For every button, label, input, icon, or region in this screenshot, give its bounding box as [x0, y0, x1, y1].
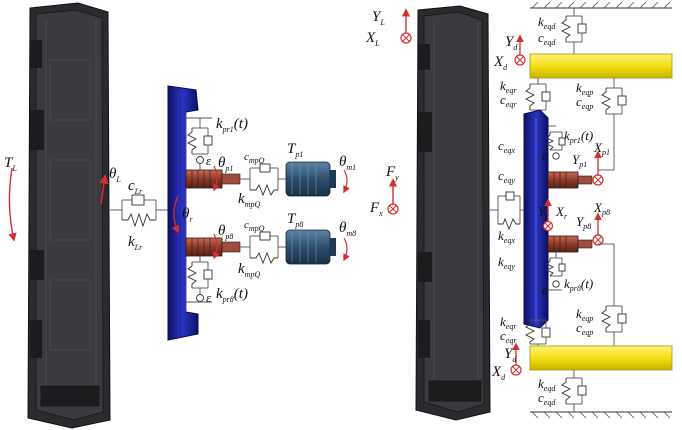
ring-gear-right — [523, 109, 549, 329]
label-thetam8: θm8 — [339, 220, 356, 238]
label-keqy: keqy — [498, 254, 515, 271]
spring-eqp-top — [598, 78, 627, 171]
mesh-spring-right-bottom — [545, 252, 566, 291]
label-thetap1: θp1 — [218, 155, 233, 173]
right-cabinet — [415, 5, 491, 421]
label-eps8-right: ε — [542, 282, 548, 297]
mesh-spring-top — [186, 117, 213, 170]
pinion-top — [185, 169, 241, 189]
ground-hatch-bottom — [530, 411, 672, 419]
angle-arrow-thetap8 — [213, 233, 220, 260]
label-keqr-top: keqr — [500, 78, 517, 95]
label-eps1-right: ε — [542, 148, 548, 163]
cross-Xd-bottom — [510, 364, 522, 376]
mesh-spring-right-top — [545, 125, 566, 160]
label-Xp8: Xp8 — [593, 200, 610, 217]
motor-top — [285, 161, 336, 197]
label-Yp8: Yp8 — [576, 214, 591, 231]
spring-damper-Lr — [110, 194, 168, 228]
label-kpr1: kpr1(t) — [216, 116, 248, 134]
cross-Xp8 — [592, 234, 604, 246]
label-thetar: θr — [182, 206, 193, 224]
label-Yr: Yr — [538, 204, 549, 221]
label-eps-top: ε — [206, 153, 212, 168]
label-Yd-top: Yd — [505, 34, 518, 52]
cross-Xr — [542, 220, 554, 232]
label-thetap8: θp8 — [218, 223, 233, 241]
label-thetaL: θL — [109, 166, 121, 184]
torque-arrow-TL — [8, 167, 17, 242]
label-Tp1: Tp1 — [287, 141, 303, 159]
label-Yd-bottom: Yd — [504, 346, 517, 364]
label-kLr: kLr — [128, 234, 143, 252]
yellow-rail-top — [529, 53, 673, 79]
cross-XL — [400, 32, 412, 44]
label-keqd-bottom: keqd — [538, 376, 556, 393]
label-Fx: Fx — [369, 200, 383, 218]
spring-eqp-bottom — [598, 243, 627, 346]
coupling-spring-top — [240, 163, 286, 197]
label-keqd-top: keqd — [538, 14, 556, 31]
spring-eqx-eqy — [490, 191, 524, 231]
label-cmpQ-bottom: cmpQ — [244, 219, 265, 233]
pinion-right-bottom — [547, 235, 593, 253]
label-Xd-top: Xd — [493, 54, 508, 72]
left-cabinet — [27, 2, 111, 429]
label-ceqd-top: ceqd — [538, 30, 556, 47]
cross-Fx — [387, 203, 399, 215]
angle-arrow-thetaL — [99, 174, 109, 205]
coupling-spring-bottom — [240, 231, 286, 265]
label-cmpQ-top: cmpQ — [244, 151, 265, 165]
label-kmpQ-top: kmpQ — [238, 191, 260, 209]
label-keqp-bottom: keqp — [576, 306, 593, 323]
label-Yp1: Yp1 — [572, 152, 587, 169]
cross-Xp1 — [592, 174, 604, 186]
angle-arrow-thetam1 — [343, 169, 350, 194]
label-Xr: Xr — [555, 204, 568, 221]
label-ceqy: ceqy — [498, 168, 515, 185]
label-ceqr-top: ceqr — [500, 92, 517, 109]
mesh-spring-bottom — [186, 256, 213, 303]
label-keqx: keqx — [498, 228, 515, 245]
label-ceqd-bottom: ceqd — [538, 390, 556, 407]
label-kpr8: kpr8(t) — [216, 286, 248, 304]
label-keqr-bottom: keqr — [500, 314, 517, 331]
spring-eqr-top — [524, 78, 551, 114]
angle-arrow-thetar — [171, 195, 180, 234]
ground-hatch-top — [530, 1, 672, 9]
label-ceqp-bottom: ceqp — [576, 320, 593, 337]
spring-eqd-top — [560, 8, 587, 54]
label-eps-bottom: ε — [206, 290, 212, 305]
yellow-rail-bottom — [529, 345, 673, 371]
label-cLr: cLr — [128, 178, 143, 196]
label-kmpQ-bottom: kmpQ — [238, 261, 260, 279]
label-YL: YL — [372, 9, 385, 27]
label-thetam1: θm1 — [339, 154, 356, 172]
label-Xp1: Xp1 — [593, 140, 610, 157]
motor-bottom — [285, 229, 336, 265]
label-Tp8: Tp8 — [287, 211, 303, 229]
label-kpr8-right: kpr8(t) — [564, 276, 593, 293]
angle-arrow-thetap1 — [213, 165, 220, 192]
pinion-bottom — [185, 237, 241, 257]
label-ceqx: ceqx — [498, 138, 515, 155]
label-ceqr-bottom: ceqr — [500, 328, 517, 345]
spring-eqd-bottom — [560, 370, 587, 412]
angle-arrow-thetam8 — [343, 237, 350, 262]
cross-Xd-top — [514, 54, 526, 66]
label-XL: XL — [365, 30, 380, 48]
label-kpr1-right: kpr1(t) — [564, 128, 593, 145]
spring-eqr-bottom — [524, 319, 551, 346]
label-TL: TL — [4, 155, 17, 173]
pinion-right-top — [547, 171, 593, 189]
label-ceqp-top: ceqp — [576, 94, 593, 111]
label-keqp-top: keqp — [576, 80, 593, 97]
label-Fy: Fy — [385, 164, 399, 182]
ring-gear-left — [167, 85, 199, 341]
label-Xd-bottom: Xd — [491, 364, 506, 382]
